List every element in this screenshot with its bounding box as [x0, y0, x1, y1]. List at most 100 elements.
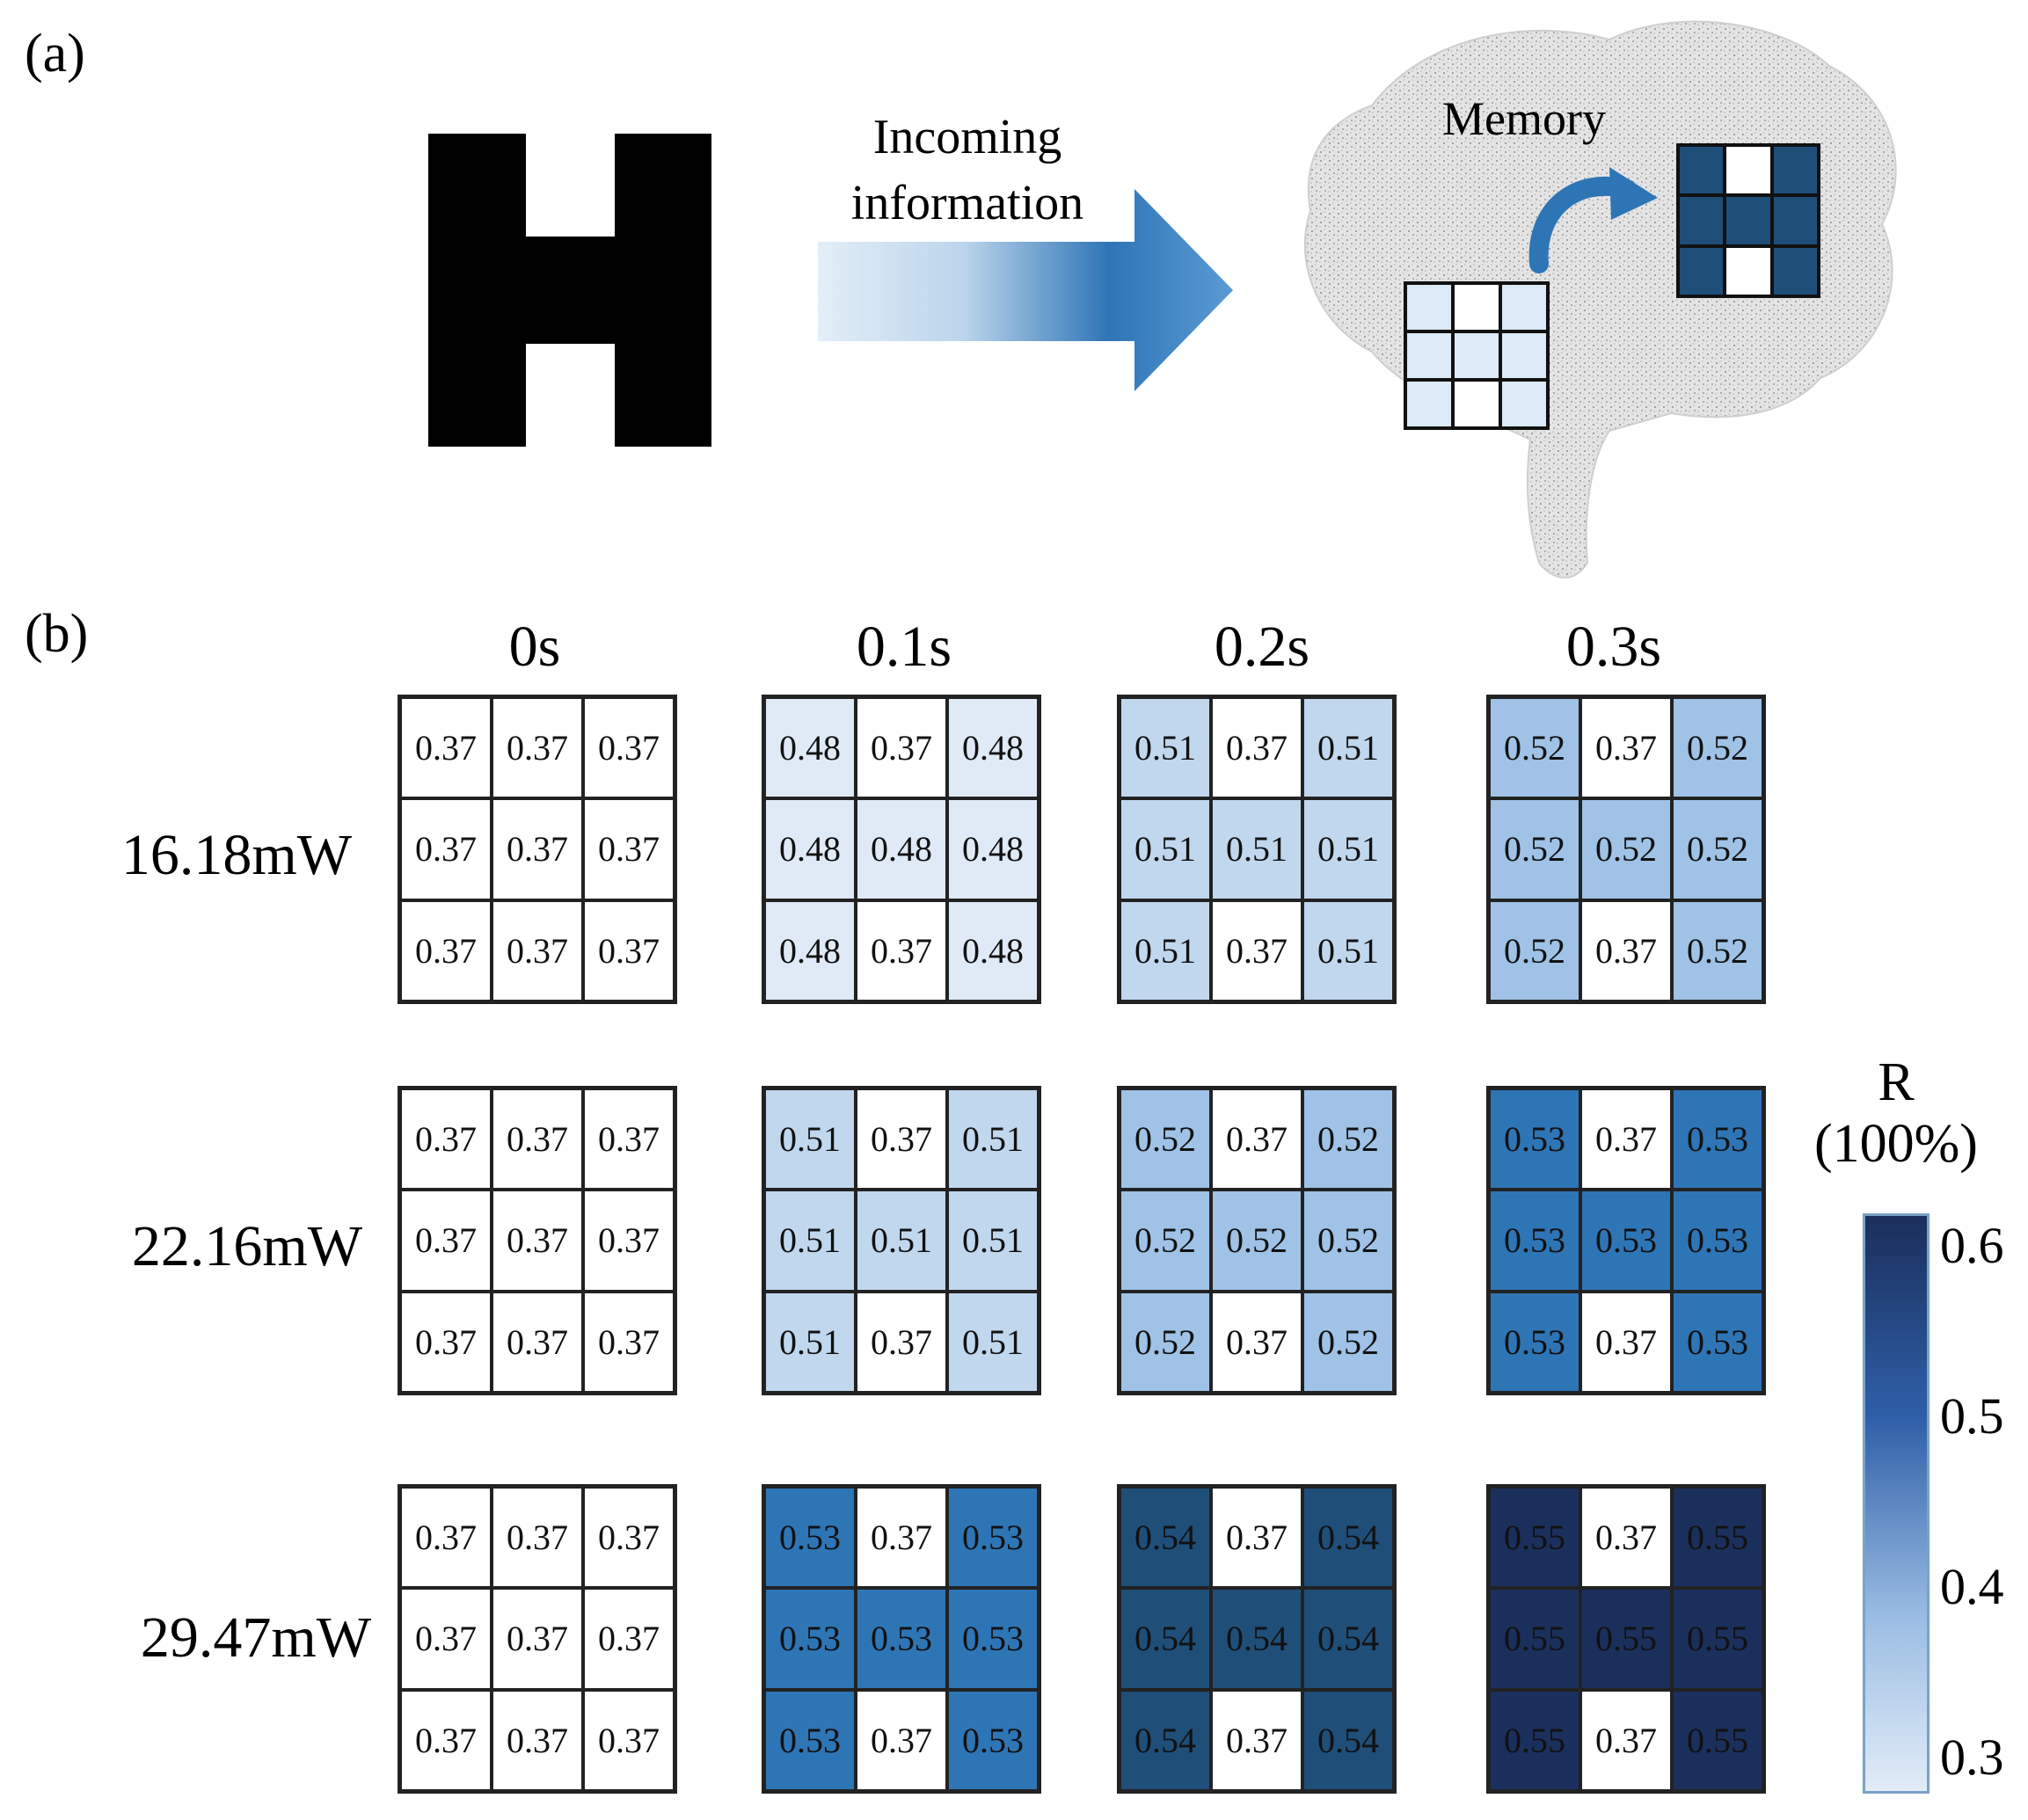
- heatmap-cell: 0.37: [492, 1588, 583, 1690]
- colorbar-title-line1: R: [1878, 1052, 1915, 1112]
- heatmap-cell: 0.37: [1211, 1689, 1302, 1791]
- heatmap-cell: 0.52: [1211, 1190, 1302, 1292]
- heatmap-cell: 0.51: [1302, 899, 1394, 1001]
- heatmap-cell: 0.53: [947, 1487, 1039, 1589]
- heatmap-cell: 0.37: [583, 899, 675, 1001]
- heatmap-cell: 0.55: [1489, 1487, 1580, 1589]
- colorbar-title-line2: (100%): [1814, 1114, 1978, 1174]
- heatmap-cell: 0.37: [1211, 1088, 1302, 1190]
- heatmap-cell: 0.54: [1302, 1588, 1394, 1690]
- heatmap-cell: 0.52: [1489, 697, 1580, 799]
- heatmap-cell: 0.37: [1211, 697, 1302, 799]
- time-label-2: 0.2s: [1214, 615, 1310, 679]
- heatmap-cell: 0.54: [1211, 1588, 1302, 1690]
- heatmap-cell: 0.52: [1580, 798, 1672, 900]
- heatmap-cell: 0.51: [1211, 798, 1302, 900]
- power-label-1: 22.16mW: [131, 1214, 362, 1278]
- heatmap-cell: 0.48: [947, 899, 1039, 1001]
- heatmap-cell: 0.37: [492, 1487, 583, 1589]
- heatmap-cell: 0.48: [764, 798, 856, 900]
- heatmap-cell: 0.37: [1211, 1487, 1302, 1589]
- panel-b-label: (b): [25, 604, 89, 664]
- heatmap-cell: 0.48: [947, 798, 1039, 900]
- heatmap-cell: 0.37: [856, 1689, 947, 1791]
- time-label-1: 0.1s: [856, 615, 952, 679]
- heatmap-cell: 0.37: [492, 1291, 583, 1393]
- power-label-2: 29.47mW: [140, 1605, 371, 1670]
- heatmap-cell: 0.37: [583, 1291, 675, 1393]
- heatmap-cell: 0.37: [1580, 697, 1672, 799]
- heatmap-cell: 0.52: [1672, 798, 1763, 900]
- heatmap-cell: 0.37: [583, 1487, 675, 1589]
- time-label-0: 0s: [508, 615, 561, 679]
- heatmap-cell: 0.53: [947, 1588, 1039, 1690]
- panel-a-label: (a): [25, 24, 85, 84]
- heatmap-cell: 0.37: [583, 1588, 675, 1690]
- heatmap-cell: 0.53: [1672, 1088, 1763, 1190]
- heatmap-cell: 0.37: [400, 1487, 492, 1589]
- heatmap-cell: 0.52: [1302, 1190, 1394, 1292]
- heatmap-cell: 0.37: [400, 1588, 492, 1690]
- heatmap-cell: 0.37: [400, 1689, 492, 1791]
- heatmap-cell: 0.37: [1580, 1487, 1672, 1589]
- heatmap-cell: 0.48: [764, 899, 856, 1001]
- heatmap-cell: 0.52: [1672, 899, 1763, 1001]
- heatmap-cell: 0.37: [400, 899, 492, 1001]
- colorbar-tick-0.4: 0.4: [1940, 1558, 2004, 1615]
- heatmap-cell: 0.37: [856, 899, 947, 1001]
- heatmap-cell: 0.37: [583, 1190, 675, 1292]
- heatmap-cell: 0.52: [1120, 1190, 1211, 1292]
- h-pattern-image: [428, 134, 711, 447]
- heatmap-cell: 0.37: [400, 1190, 492, 1292]
- panel-a-illustration: [428, 20, 1897, 579]
- heatmap-cell: 0.51: [1302, 798, 1394, 900]
- heatmap-cell: 0.53: [947, 1689, 1039, 1791]
- heatmap-cell: 0.48: [764, 697, 856, 799]
- arrow-text-line1: Incoming: [872, 110, 1062, 164]
- heatmap-cell: 0.52: [1489, 899, 1580, 1001]
- heatmap-cell: 0.51: [947, 1291, 1039, 1393]
- colorbar-tick-0.3: 0.3: [1940, 1729, 2004, 1786]
- heatmap-cell: 0.37: [492, 798, 583, 900]
- heatmap-cell: 0.37: [400, 1088, 492, 1190]
- heatmap-cell: 0.48: [856, 798, 947, 900]
- heatmap-cell: 0.51: [856, 1190, 947, 1292]
- heatmap-cell: 0.37: [492, 1689, 583, 1791]
- heatmap-cell: 0.55: [1489, 1689, 1580, 1791]
- heatmap-cell: 0.55: [1580, 1588, 1672, 1690]
- heatmap-cell: 0.37: [583, 1689, 675, 1791]
- heatmap-cell: 0.54: [1120, 1487, 1211, 1589]
- heatmap-cell: 0.55: [1489, 1588, 1580, 1690]
- heatmap-cell: 0.52: [1672, 697, 1763, 799]
- heatmap-cell: 0.51: [1120, 899, 1211, 1001]
- heatmap-cell: 0.55: [1672, 1588, 1763, 1690]
- heatmap-cell: 0.52: [1489, 798, 1580, 900]
- heatmap-cell: 0.52: [1120, 1291, 1211, 1393]
- heatmap-cell: 0.54: [1302, 1689, 1394, 1791]
- heatmap-cell: 0.37: [856, 1487, 947, 1589]
- heatmap-cell: 0.52: [1302, 1291, 1394, 1393]
- heatmap-cell: 0.37: [492, 899, 583, 1001]
- heatmap-cell: 0.51: [764, 1088, 856, 1190]
- heatmap-cell: 0.37: [400, 697, 492, 799]
- heatmap-cell: 0.55: [1672, 1689, 1763, 1791]
- heatmap-cell: 0.37: [1211, 1291, 1302, 1393]
- incoming-arrow: [818, 189, 1233, 391]
- heatmap-cell: 0.52: [1120, 1088, 1211, 1190]
- power-label-0: 16.18mW: [120, 823, 352, 887]
- memory-transfer-arrow: [1528, 167, 1658, 273]
- heatmap-cell: 0.37: [856, 697, 947, 799]
- heatmap-cell: 0.51: [947, 1088, 1039, 1190]
- heatmap-cell: 0.51: [1120, 697, 1211, 799]
- heatmap-cell: 0.53: [764, 1487, 856, 1589]
- heatmap-cell: 0.37: [1211, 899, 1302, 1001]
- heatmap-cell: 0.37: [1580, 1088, 1672, 1190]
- heatmap-cell: 0.53: [1672, 1190, 1763, 1292]
